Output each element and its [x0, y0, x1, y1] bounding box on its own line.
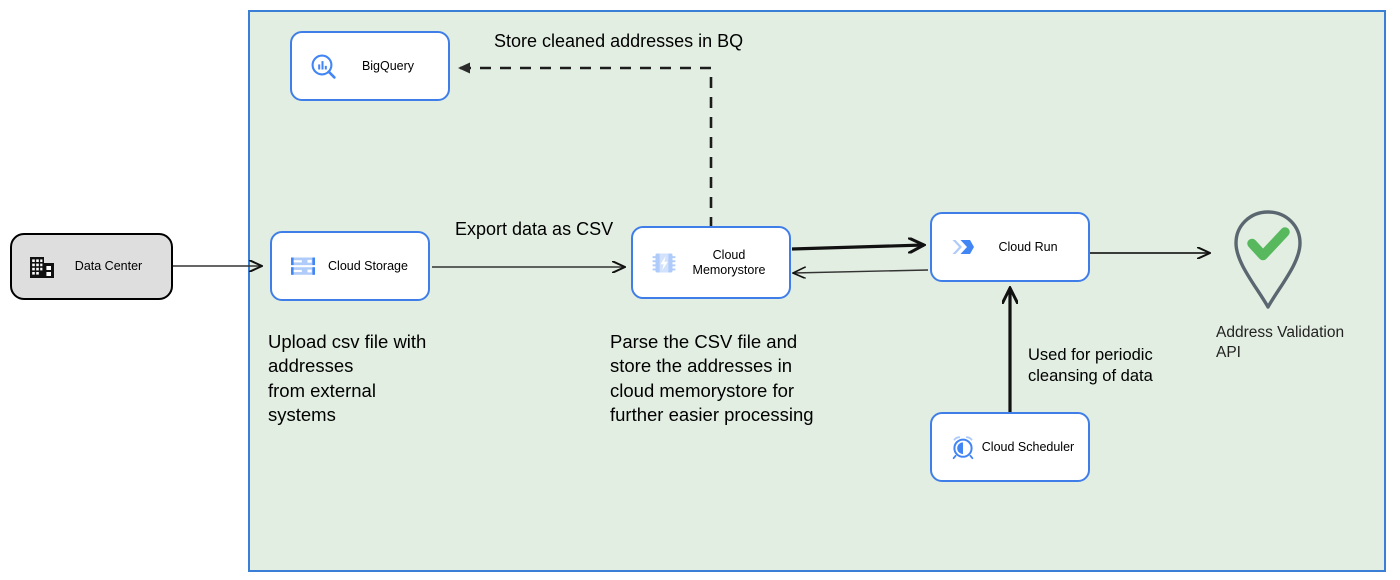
node-label: Cloud Run: [998, 239, 1058, 254]
node-cloud-run[interactable]: Cloud Run: [930, 212, 1090, 282]
node-cloud-memorystore[interactable]: Cloud Memorystore: [631, 226, 791, 299]
node-cloud-storage[interactable]: Cloud Storage: [270, 231, 430, 301]
memorystore-chip-icon: [649, 248, 679, 278]
node-label: Address Validation API: [1216, 324, 1345, 362]
alarm-clock-icon: [948, 432, 978, 462]
note-upload-csv: Upload csv file with addresses from exte…: [268, 331, 427, 426]
note-parse-csv: Parse the CSV file and store the address…: [610, 331, 814, 426]
building-icon: [28, 253, 56, 281]
gcp-project-boundary: [248, 10, 1386, 572]
node-label: Data Center: [74, 259, 143, 273]
edge-label-export-csv: Export data as CSV: [455, 219, 614, 239]
node-address-validation-api[interactable]: Address Validation API: [1216, 208, 1386, 363]
cloud-storage-icon: [288, 251, 318, 281]
node-label: Cloud Scheduler: [981, 439, 1075, 454]
node-cloud-scheduler[interactable]: Cloud Scheduler: [930, 412, 1090, 482]
bigquery-icon: [308, 51, 338, 81]
edge-label-store-cleaned-bq: Store cleaned addresses in BQ: [494, 31, 744, 51]
node-label: Cloud Memorystore: [692, 247, 766, 277]
cloud-run-icon: [948, 232, 978, 262]
map-pin-check-icon: [1230, 208, 1306, 317]
edge-label-periodic-cleansing: Used for periodic cleansing of data: [1028, 346, 1153, 386]
node-data-center[interactable]: Data Center: [10, 233, 173, 300]
node-bigquery[interactable]: BigQuery: [290, 31, 450, 101]
node-label: Cloud Storage: [328, 258, 408, 273]
node-label: BigQuery: [361, 58, 415, 73]
